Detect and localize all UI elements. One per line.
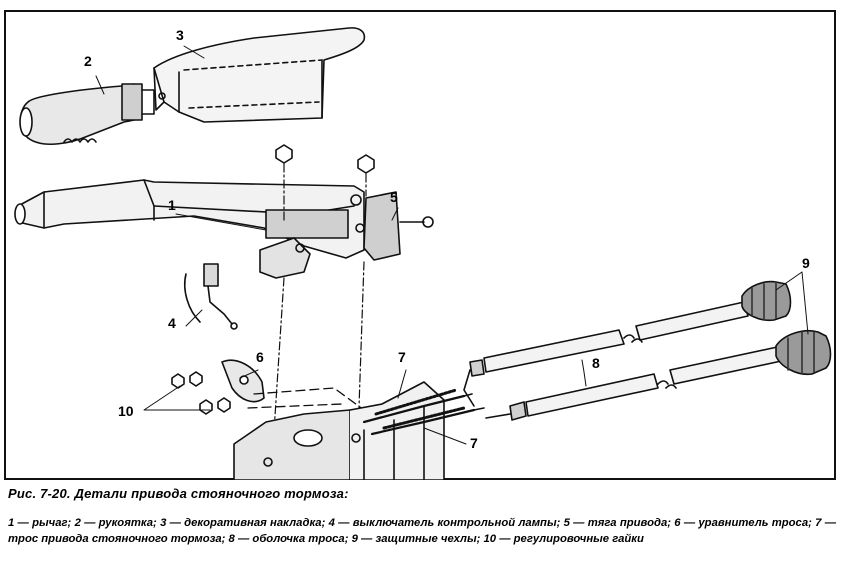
- parking-brake-drawing: [14, 27, 832, 480]
- caption-legend: 1 — рычаг; 2 — рукоятка; 3 — декоративна…: [8, 517, 836, 545]
- floor-bracket: [233, 381, 445, 480]
- leader-lines: [95, 45, 809, 445]
- callout-7-lower: 7: [470, 435, 478, 451]
- callout-1: 1: [168, 197, 176, 213]
- lever-part: [14, 179, 365, 259]
- protective-boot-part: [741, 280, 832, 376]
- warning-switch-part: [184, 263, 238, 330]
- actuator-rod-part: [363, 191, 434, 261]
- callout-6: 6: [256, 349, 264, 365]
- callout-5: 5: [390, 189, 398, 205]
- adjusting-nuts: [171, 371, 231, 415]
- handle-grip-part: [19, 83, 155, 145]
- callout-8: 8: [592, 355, 600, 371]
- callout-7-upper: 7: [398, 349, 406, 365]
- callout-2: 2: [84, 53, 92, 69]
- callout-4: 4: [168, 315, 176, 331]
- callout-3: 3: [176, 27, 184, 43]
- figure-caption: Рис. 7-20. Детали привода стояночного то…: [8, 484, 836, 547]
- cable-sheath-part: [463, 301, 787, 421]
- caption-title: Рис. 7-20. Детали привода стояночного то…: [8, 486, 349, 501]
- equalizer-part: [221, 359, 265, 403]
- callout-10: 10: [118, 403, 134, 419]
- callout-9: 9: [802, 255, 810, 271]
- brake-cable-part: [362, 388, 485, 436]
- top-nuts: [275, 144, 375, 174]
- decorative-cover-part: [153, 27, 366, 123]
